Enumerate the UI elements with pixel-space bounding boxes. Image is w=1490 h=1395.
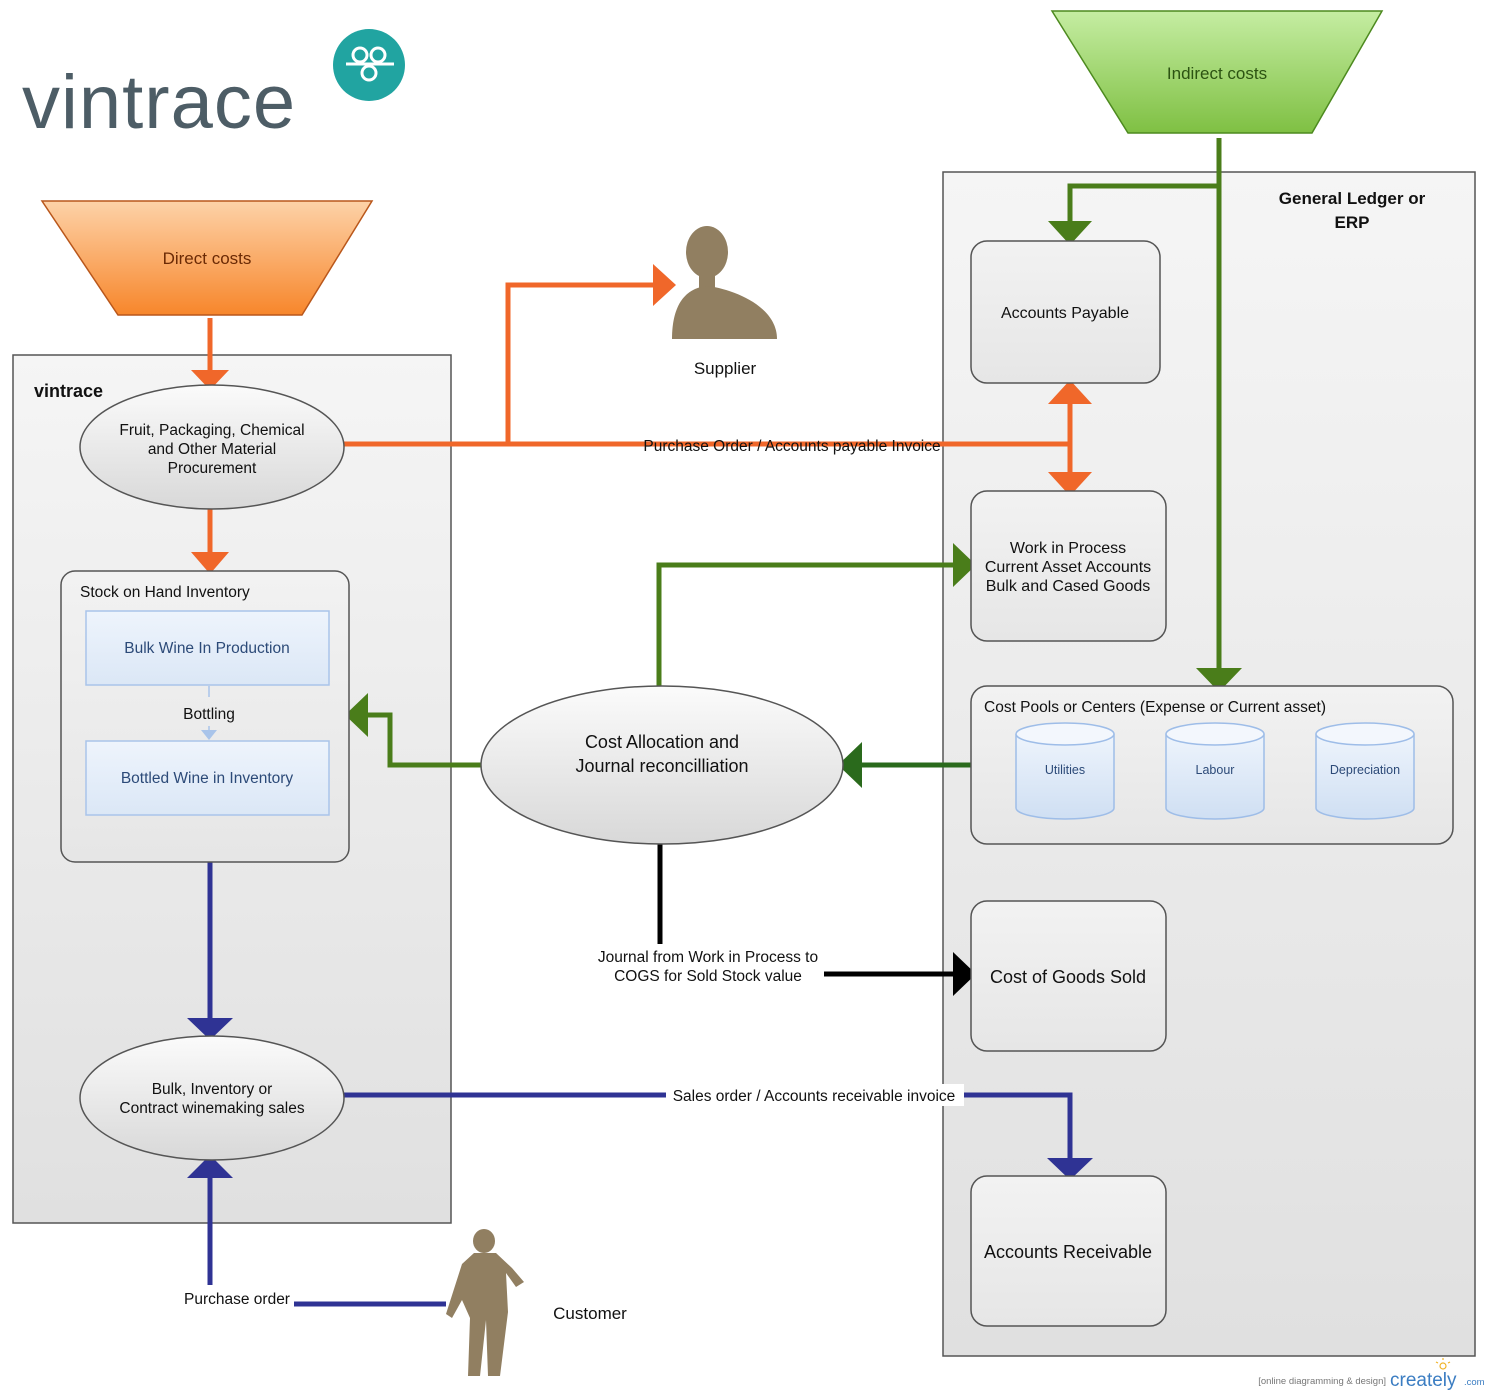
bottling-arrowhead <box>201 730 217 740</box>
cogs-node: Cost of Goods Sold <box>970 900 1167 1052</box>
svg-text:Current Asset Accounts: Current Asset Accounts <box>985 559 1151 576</box>
supplier-label: Supplier <box>694 359 757 378</box>
arrowhead-to-cogs <box>953 952 976 996</box>
sun-icon <box>1435 1358 1451 1370</box>
svg-text:Work in Process: Work in Process <box>1010 540 1126 557</box>
direct-costs-funnel: Direct costs <box>40 200 374 316</box>
navy-arrowheads <box>187 1018 1093 1180</box>
arrowhead-to-cost-allocation <box>838 742 862 788</box>
accounts-payable-node: Accounts Payable <box>970 240 1161 384</box>
direct-costs-label: Direct costs <box>163 249 252 268</box>
svg-text:Fruit, Packaging, Chemical: Fruit, Packaging, Chemical <box>119 422 304 439</box>
work-in-process-node: Work in Process Current Asset Accounts B… <box>970 490 1167 642</box>
svg-text:Depreciation: Depreciation <box>1330 763 1400 777</box>
arrowhead-to-accounts-payable <box>1048 380 1092 404</box>
cost-allocation-node: Cost Allocation and Journal reconcilliat… <box>480 685 844 845</box>
supplier-actor: Supplier <box>672 226 777 378</box>
arrowhead-to-accounts-payable-top <box>1048 221 1092 245</box>
arrowhead-direct-to-procurement <box>191 370 229 390</box>
svg-text:Cost of Goods Sold: Cost of Goods Sold <box>990 967 1146 987</box>
creately-watermark: [online diagramming & design] creately .… <box>1258 1358 1485 1391</box>
svg-text:Accounts Receivable: Accounts Receivable <box>984 1242 1152 1262</box>
bottling-label: Bottling <box>183 706 235 723</box>
journal-label-line2: COGS for Sold Stock value <box>614 968 802 985</box>
orange-arrowheads <box>191 264 1092 574</box>
watermark-suffix: .com <box>1464 1377 1485 1388</box>
depreciation-cylinder: Depreciation <box>1315 722 1415 820</box>
green-arrowheads <box>345 221 1242 737</box>
black-connectors <box>657 844 976 996</box>
svg-text:Procurement: Procurement <box>168 460 257 477</box>
svg-text:Utilities: Utilities <box>1045 763 1085 777</box>
edge-labels: Purchase Order / Accounts payable Invoic… <box>184 438 964 1308</box>
arrowhead-procurement-to-stock <box>191 552 229 574</box>
labour-cylinder: Labour <box>1165 722 1265 820</box>
watermark-brand: creately <box>1390 1370 1457 1391</box>
svg-text:Journal reconcilliation: Journal reconcilliation <box>575 756 748 776</box>
sales-invoice-label-bg <box>666 1084 964 1106</box>
indirect-costs-label: Indirect costs <box>1167 64 1267 83</box>
stock-on-hand-node: Stock on Hand Inventory Bulk Wine In Pro… <box>60 570 350 863</box>
cost-pools-title: Cost Pools or Centers (Expense or Curren… <box>984 699 1326 716</box>
sales-invoice-label: Sales order / Accounts receivable invoic… <box>673 1088 956 1105</box>
grape-logo-icon <box>333 29 405 101</box>
orange-connectors <box>207 282 1073 556</box>
journal-label-line1: Journal from Work in Process to <box>598 949 818 966</box>
arrowhead-to-wip-green <box>953 543 976 587</box>
arrowhead-purchase-order-to-sales <box>187 1155 233 1178</box>
arrowhead-to-cost-pools <box>1196 668 1242 692</box>
utilities-cylinder: Utilities <box>1015 722 1115 820</box>
arrowhead-to-accounts-receivable <box>1047 1158 1093 1180</box>
svg-text:Bottled Wine in Inventory: Bottled Wine in Inventory <box>121 770 294 787</box>
green-connectors <box>366 138 1222 768</box>
gl-title-line1: General Ledger or <box>1279 189 1426 208</box>
svg-text:and Other Material: and Other Material <box>148 441 276 458</box>
svg-text:Bulk and Cased Goods: Bulk and Cased Goods <box>986 578 1151 595</box>
gl-title-line2: ERP <box>1335 213 1370 232</box>
indirect-costs-funnel: Indirect costs <box>1050 10 1384 134</box>
connectors <box>187 138 1242 1307</box>
po-invoice-label: Purchase Order / Accounts payable Invoic… <box>643 438 940 455</box>
vintrace-logo: vintrace <box>22 29 405 145</box>
vintrace-container-title: vintrace <box>34 381 103 401</box>
watermark-tagline: [online diagramming & design] <box>1258 1376 1386 1387</box>
purchase-order-label: Purchase order <box>184 1291 290 1308</box>
navy-connectors <box>207 862 1073 1307</box>
arrowhead-to-sales <box>187 1018 233 1040</box>
svg-text:Bulk, Inventory or: Bulk, Inventory or <box>152 1081 273 1098</box>
svg-text:Labour: Labour <box>1196 763 1235 777</box>
svg-text:Cost Allocation and: Cost Allocation and <box>585 732 739 752</box>
bulk-wine-box: Bulk Wine In Production <box>85 610 330 686</box>
logo-wordmark: vintrace <box>22 60 296 145</box>
arrowhead-to-wip <box>1048 472 1092 496</box>
customer-person-icon <box>446 1229 524 1376</box>
bottled-wine-box: Bottled Wine in Inventory <box>85 740 330 816</box>
svg-text:Bulk Wine In Production: Bulk Wine In Production <box>124 640 289 657</box>
customer-actor: Customer <box>446 1229 627 1376</box>
stock-title: Stock on Hand Inventory <box>80 584 250 601</box>
arrowhead-to-supplier <box>653 264 676 306</box>
procurement-node: Fruit, Packaging, Chemical and Other Mat… <box>79 384 345 510</box>
supplier-person-icon <box>672 226 777 339</box>
sales-node: Bulk, Inventory or Contract winemaking s… <box>79 1035 345 1161</box>
customer-label: Customer <box>553 1304 627 1323</box>
svg-text:Accounts Payable: Accounts Payable <box>1001 305 1129 322</box>
accounts-receivable-node: Accounts Receivable <box>970 1175 1167 1327</box>
arrowhead-to-stock <box>345 693 368 737</box>
cost-pools-node: Cost Pools or Centers (Expense or Curren… <box>970 685 1454 845</box>
dark-green-connector <box>838 742 972 788</box>
svg-text:Contract winemaking sales: Contract winemaking sales <box>119 1100 304 1117</box>
